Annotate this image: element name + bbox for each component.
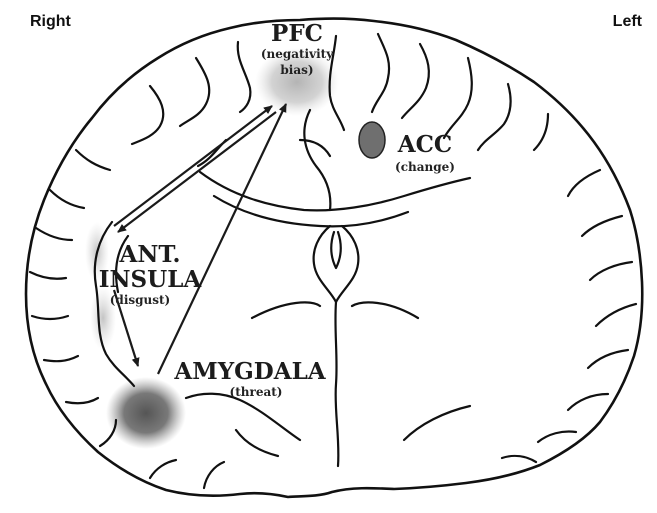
temporal-contour <box>404 406 470 440</box>
ventricle <box>331 232 341 268</box>
pfc-label: PFC <box>271 20 323 47</box>
sulcus <box>372 34 389 112</box>
sulcus <box>502 456 536 462</box>
pfc-role-label: (negativity <box>261 47 334 61</box>
sulcus <box>30 272 66 279</box>
temporal-contour <box>236 430 278 456</box>
sulcus <box>538 431 576 442</box>
midline <box>335 302 338 466</box>
pfc-role-label: bias) <box>280 63 313 77</box>
sulcus <box>32 316 68 319</box>
sulcus <box>238 42 251 112</box>
sulcus <box>590 262 632 280</box>
midline <box>304 110 330 210</box>
sulcus <box>66 398 98 403</box>
acc-label: ACC <box>397 131 452 158</box>
sulcus <box>36 228 72 240</box>
left-side-label: Left <box>613 13 643 30</box>
insula-role-label: (disgust) <box>110 293 170 307</box>
sulcus <box>568 170 600 196</box>
arrow-insula-to-pfc <box>114 106 272 226</box>
sulcus <box>596 304 636 326</box>
insula-label: ANT. <box>118 241 180 268</box>
sulcus <box>44 356 78 361</box>
sulcus <box>402 44 429 118</box>
sulcus <box>132 86 163 144</box>
ventricle <box>314 226 359 302</box>
right-side-label: Right <box>30 13 72 30</box>
internal-capsule <box>352 302 418 318</box>
sulcus <box>204 462 224 488</box>
sulcus <box>588 350 628 368</box>
sulcus <box>76 150 110 170</box>
corpus-callosum <box>200 172 470 210</box>
acc-highlight <box>359 122 385 158</box>
sulcus <box>534 114 548 150</box>
acc-role-label: (change) <box>395 160 455 174</box>
amygdala-role-label: (threat) <box>230 385 283 399</box>
temporal-contour <box>186 394 300 440</box>
internal-capsule <box>252 302 320 318</box>
sulcus <box>180 58 209 126</box>
insula-label: INSULA <box>99 266 203 293</box>
amygdala-highlight <box>106 377 186 449</box>
sulcus <box>568 394 608 410</box>
sulcus <box>582 216 622 236</box>
sulcus <box>150 460 176 478</box>
sulcus <box>50 190 84 208</box>
sulcus <box>478 84 511 150</box>
amygdala-label: AMYGDALA <box>173 358 326 385</box>
sulcus <box>444 58 472 138</box>
